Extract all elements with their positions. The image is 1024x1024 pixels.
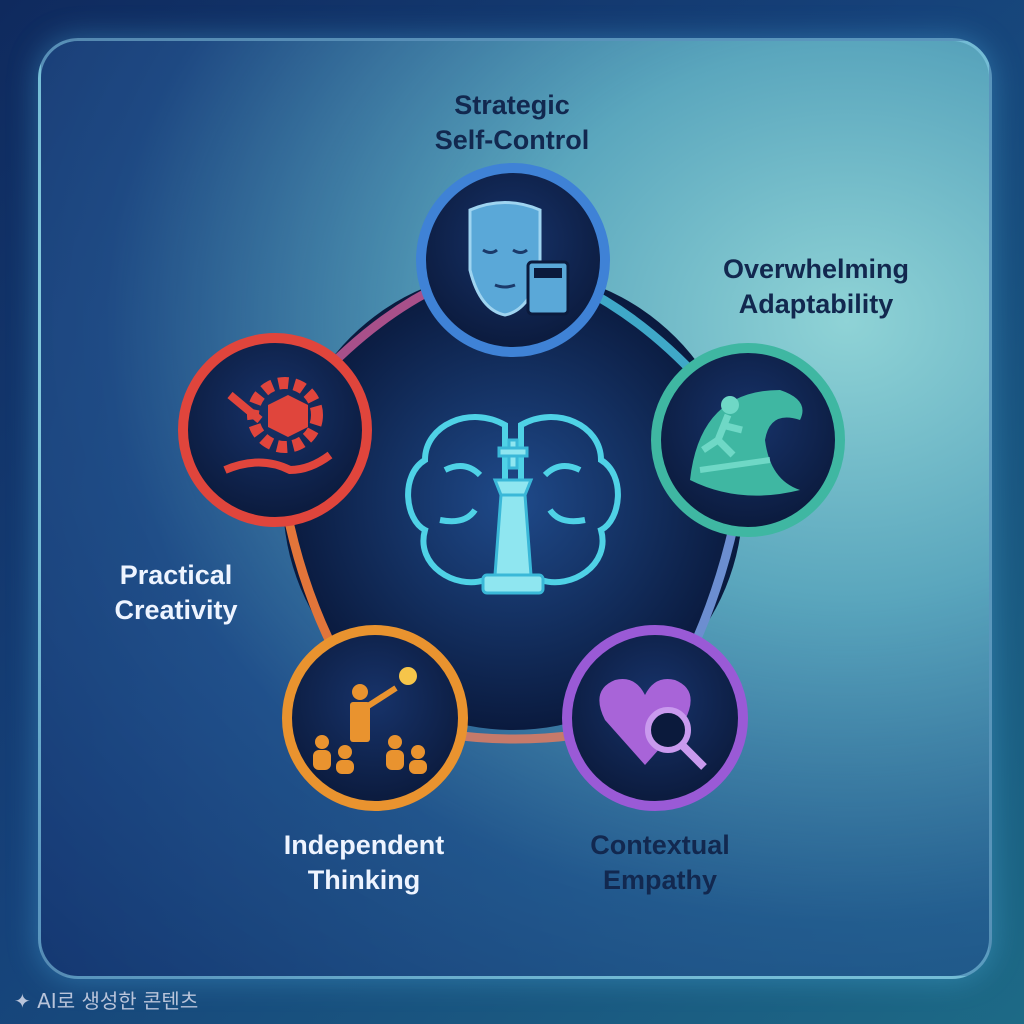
label-line: Strategic [454, 90, 570, 120]
node-strategic-self-control[interactable] [416, 163, 610, 357]
sparkle-icon: ✦ [14, 989, 38, 1013]
label-contextual-empathy: Contextual Empathy [530, 828, 790, 898]
label-line: Practical [119, 560, 233, 590]
node-contextual-empathy[interactable] [562, 625, 748, 811]
label-line: Overwhelming [722, 254, 910, 284]
label-line: Self-Control [434, 125, 590, 155]
node-overwhelming-adaptability[interactable] [651, 343, 845, 537]
watermark-text: AI로 생성한 콘텐츠 [37, 989, 199, 1013]
brain-chess-king-icon [405, 414, 621, 595]
leader-lightbulb-icon [313, 667, 427, 774]
label-line: Independent [283, 830, 445, 860]
label-line: Empathy [602, 865, 718, 895]
node-practical-creativity[interactable] [178, 333, 372, 527]
mask-calculator-icon [468, 201, 570, 317]
label-independent-thinking: Independent Thinking [234, 828, 494, 898]
label-line: Adaptability [738, 289, 894, 319]
label-line: Contextual [590, 830, 730, 860]
label-line: Thinking [307, 865, 421, 895]
label-overwhelming-adaptability: Overwhelming Adaptability [686, 252, 946, 322]
label-practical-creativity: Practical Creativity [46, 558, 306, 628]
label-line: Creativity [114, 595, 238, 625]
ai-watermark: ✦ AI로 생성한 콘텐츠 [14, 985, 198, 1014]
hand-gear-box-icon [223, 377, 333, 475]
label-strategic-self-control: Strategic Self-Control [382, 88, 642, 158]
node-independent-thinking[interactable] [282, 625, 468, 811]
surfer-wave-icon [690, 390, 803, 496]
heart-magnifier-icon [599, 679, 707, 770]
